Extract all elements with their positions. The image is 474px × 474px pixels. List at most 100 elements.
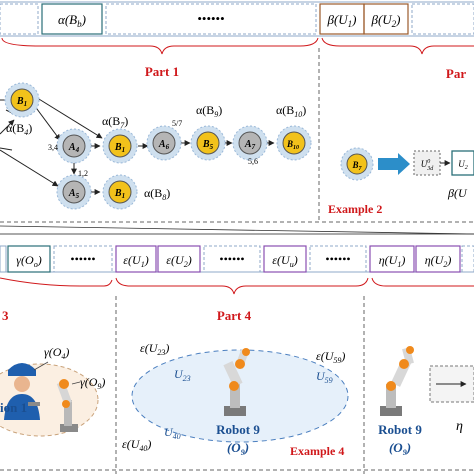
node-b1-bottom-sub: 1 [122, 192, 126, 200]
svg-text:ε(U59): ε(U59) [316, 349, 345, 365]
label-alpha-b7-sub: 7 [120, 121, 125, 130]
cell-eps-uu [263, 245, 307, 273]
cell-eta-u2-sub: 2 [443, 260, 447, 269]
label-eps-u59: ε(U [316, 349, 335, 363]
cell-eps-uu-text: ε(U [272, 253, 291, 267]
u-box-sup: 0 [427, 159, 430, 165]
svg-text:γ(Oo): γ(Oo) [16, 253, 41, 269]
cell-eps-u2-text: ε(U [166, 253, 185, 267]
mid-bar: γ(Oo) •••••• ε(U1) ε(U2) •••••• ε(Uu) ••… [0, 245, 474, 273]
svg-text:B10: B10 [286, 139, 299, 151]
arrow-right-icon [378, 153, 410, 175]
robot9-right-label: Robot 9 [378, 422, 422, 437]
svg-text:ε(Uu): ε(Uu) [272, 253, 297, 269]
graph-nodes: B1 A4 B1 A6 B5 A7 [4, 82, 312, 210]
svg-text:α(B4): α(B4) [6, 121, 32, 137]
node-b1-top: B1 [4, 82, 40, 118]
cell-beta-u2-sub: 2 [392, 19, 397, 29]
part4-area: ε(U23) U23 ε(U59) U59 U40 ε(U40) Robot 9… [122, 341, 349, 458]
top-cell-right [411, 3, 474, 35]
brace-part1 [1, 37, 319, 55]
cell-eps-u1-sub: 1 [141, 260, 145, 269]
svg-text:α(B7): α(B7) [102, 114, 128, 130]
cell-eta-u1 [369, 245, 415, 273]
svg-text:ε(U23): ε(U23) [140, 341, 169, 357]
svg-text:ε(U40): ε(U40) [122, 437, 151, 453]
cell-gamma-oo-text: γ(O [16, 253, 34, 267]
node-a5: A5 [56, 174, 92, 210]
label-alpha-b10-sub: 10 [294, 110, 302, 119]
cell-beta-u1-text: β(U [326, 12, 349, 27]
operation-label-partial: ion 1 [0, 400, 27, 415]
label-alpha-b4-sub: 4 [24, 128, 28, 137]
label-weight-5-7: 5/7 [172, 119, 182, 128]
label-alpha-b8-sub: 8 [162, 193, 166, 202]
cell-eta-u1-sub: 1 [397, 260, 401, 269]
label-u59-sub: 59 [325, 376, 333, 385]
svg-text:U40: U40 [164, 425, 181, 441]
robot-arm-left-icon [56, 379, 78, 432]
label-alpha-b4: α(B [6, 121, 24, 135]
u2-box-label: U [458, 159, 465, 169]
label-u23-sub: 23 [183, 374, 191, 383]
robot-arm-icon [223, 348, 250, 416]
cell-eps-uu-sub: u [290, 260, 294, 269]
cell-eps-u1 [115, 245, 157, 273]
label-weight-3-4: 3,4 [48, 143, 58, 152]
label-weight-5-6: 5,6 [248, 157, 258, 166]
part5-area: Robot 9 (O9) η [378, 346, 474, 457]
label-eta-right: η [456, 419, 463, 434]
cell-eps-u2 [157, 245, 201, 273]
svg-text:B1: B1 [114, 142, 125, 154]
cell-beta-u1-close: ) [351, 12, 356, 27]
cell-alpha-bb-close: ) [81, 12, 86, 27]
label-alpha-b9: α(B [196, 103, 214, 117]
cell-eps-u1-text: ε(U [123, 253, 142, 267]
robot9-o9: (O [227, 440, 241, 455]
node-a6-sub: 6 [166, 143, 170, 151]
top-bar: α(Bb) •••••• β(U1) β(U2) [0, 1, 474, 37]
node-b10-label: B [286, 139, 293, 149]
cell-alpha-bb-sub: b [77, 19, 82, 29]
svg-text:γ(O4): γ(O4) [44, 345, 69, 361]
u2-box-sub: 2 [465, 165, 468, 171]
cell-beta-u2-close: ) [395, 12, 400, 27]
label-weight-1-2: 1,2 [78, 169, 88, 178]
cell-gamma-oo-sub: o [34, 260, 38, 269]
label-eps-u23: ε(U [140, 341, 159, 355]
part3-area: γ(O4) γ(O9) ion 1 [0, 345, 105, 437]
svg-text:U2: U2 [458, 159, 468, 171]
svg-text:α(B10): α(B10) [276, 103, 306, 119]
node-a7: A7 [232, 125, 268, 161]
label-beta-u: β(U [447, 186, 468, 200]
svg-text:B1: B1 [114, 188, 125, 200]
svg-text:(O9): (O9) [389, 440, 411, 457]
node-b5-label: B [202, 139, 210, 150]
node-b1-mid: B1 [102, 128, 138, 164]
node-a4: A4 [56, 128, 92, 164]
node-b10-sub: 10 [293, 145, 299, 151]
node-a7-label: A [244, 139, 252, 150]
node-a7-sub: 7 [252, 143, 256, 151]
svg-text:α(Bb): α(Bb) [58, 12, 86, 29]
cell-eps-u2-sub: 2 [184, 260, 188, 269]
node-b7-label: B [351, 160, 358, 170]
part3-title-partial: 3 [2, 308, 9, 323]
robot9-o9-sub: 9 [241, 448, 245, 457]
brace-part2 [321, 37, 474, 55]
svg-text:ε(U2): ε(U2) [166, 253, 191, 269]
node-a5-sub: 5 [76, 192, 80, 200]
label-u40-sub: 40 [173, 432, 181, 441]
node-b1-mid-label: B [114, 142, 122, 153]
svg-text:B1: B1 [16, 96, 27, 108]
node-b5: B5 [190, 125, 226, 161]
cell-eta-u1-text: η(U [379, 253, 399, 267]
label-eps-u40: ε(U [122, 437, 141, 451]
dots-1: •••••• [197, 11, 224, 26]
label-alpha-b7: α(B [102, 114, 120, 128]
node-b1-top-sub: 1 [24, 100, 28, 108]
node-b1-mid-sub: 1 [122, 146, 126, 154]
svg-text:A6: A6 [158, 139, 170, 151]
